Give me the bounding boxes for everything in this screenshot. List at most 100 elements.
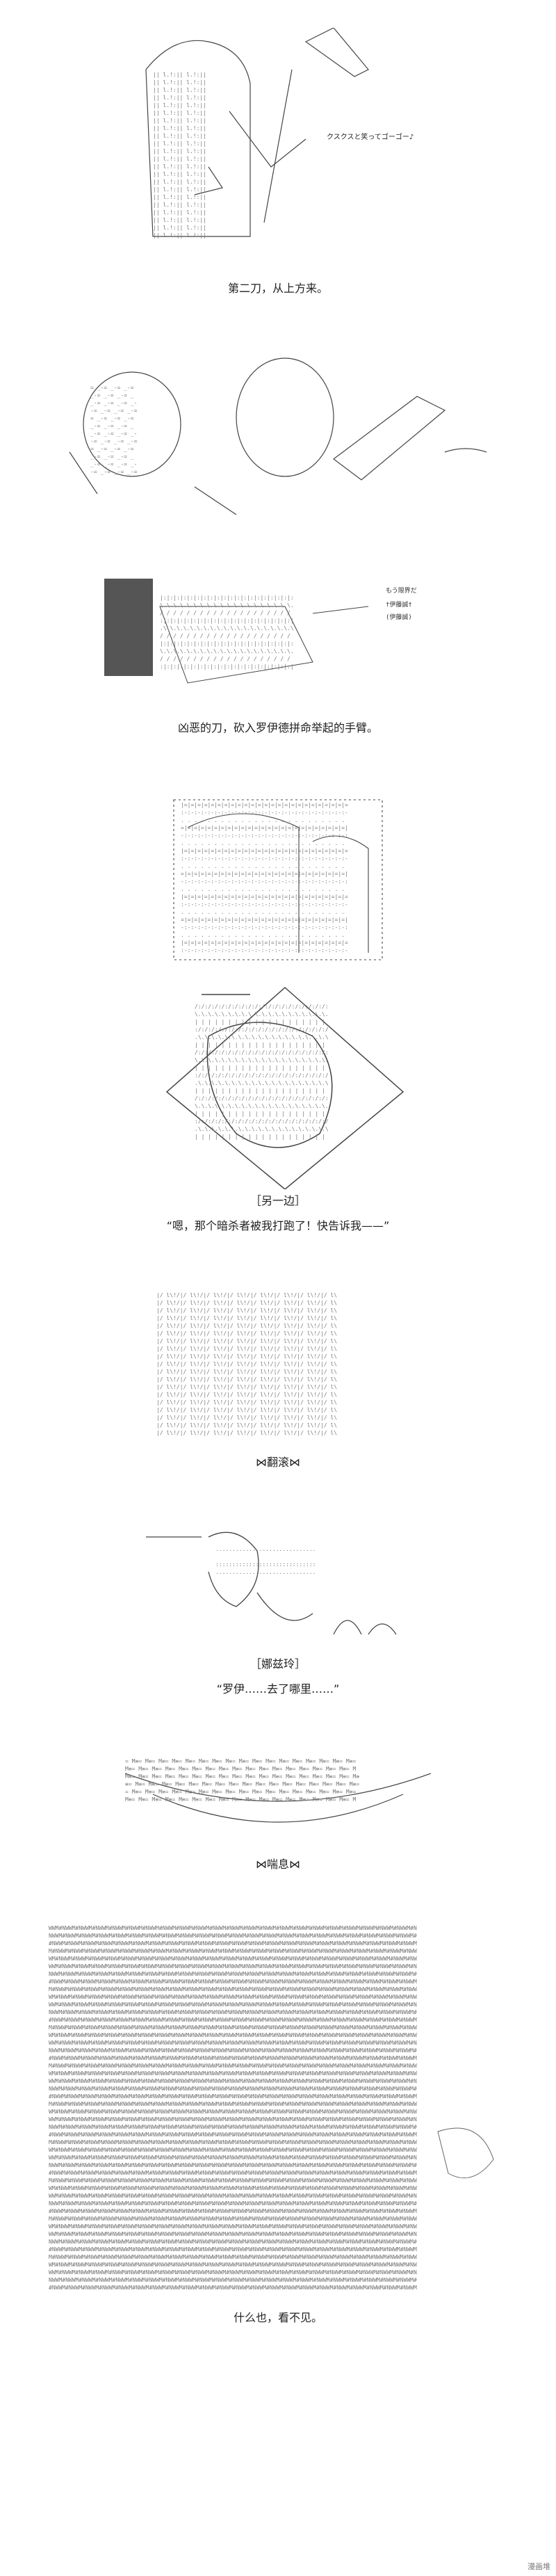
ascii-texture-row: WM#NWWM#NWWM#NWWM#NWWM#NWWM#NWWM#NWWM#NW… [49,1994,417,2000]
ascii-texture-row: || l.!:|| l.!:|| [153,179,206,185]
panel-7-caption-name: ［娜兹玲］ [250,1657,306,1671]
ascii-texture-row: || l.!:|| l.!:|| [153,95,206,101]
ascii-texture-row: || l.!:|| l.!:|| [153,102,206,108]
ascii-texture-row: #NWWM#NWWM#NWWM#NWWM#NWWM#NWWM#NWWM#NWWM… [49,2017,417,2023]
panel-1-caption: 第二刀，从上方来。 [227,282,328,295]
ascii-texture-row: NWWM#NWWM#NWWM#NWWM#NWWM#NWWM#NWWM#NWWM#… [49,2009,417,2015]
ascii-texture-row: = M≡= M≡= M≡= M≡= M≡= M≡= M≡= M≡= M≡= M≡… [125,1758,357,1764]
ascii-texture-row: =|=|=|=|=|=|=|=|=|=|=|=|=|=|=|=|=|=|=|=|… [181,825,348,831]
ascii-texture-row: | | | | | | | | | | | | | | | | | | | | [195,1134,325,1140]
ascii-texture-row: || l.!:|| l.!:|| [153,148,206,154]
ascii-texture-row: /:/:/:/:/:/:/:/:/:/:/:/:/:/:/:/:/:/:/:/: [195,1095,329,1102]
ascii-texture-row: || l.!:|| l.!:|| [153,118,206,124]
ascii-texture-row: |/ l\!/|/ l\!/|/ l\!/|/ l\!/|/ l\!/|/ l\… [156,1407,337,1413]
ascii-texture-row: |=|=|=|=|=|=|=|=|=|=|=|=|=|=|=|=|=|=|=|=… [181,940,348,946]
ascii-art-rolling-motion: |/ l\!/|/ l\!/|/ l\!/|/ l\!/|/ l\!/|/ l\… [156,1292,337,1436]
ascii-texture-row: . . . . . . . . . . . . . . . . . . . . … [181,909,345,915]
ascii-texture-row: -:-:-:-:-:-:-:-:-:-:-:-:-:-:-:-:-:-:-:-:… [181,924,348,931]
ascii-texture-row: .\.\.\.\.\.\.\.\.\.\.\.\.\.\.\.\.\.\.\.\ [195,1080,329,1086]
ascii-texture-row: #NWWM#NWWM#NWWM#NWWM#NWWM#NWWM#NWWM#NWWM… [49,2132,417,2138]
ascii-texture-row: . . . . . . . . . . . . . . . . . . . . … [181,932,345,938]
ascii-texture-row: || l.!:|| l.!:|| [153,202,206,208]
ascii-texture-row: / / / / / / / / / / / / / / / / / / / / [160,610,291,616]
panel-3-artwork: |:|:|:|:|:|:|:|:|:|:|:|:|:|:|:|:|:|:|:|:… [104,579,452,704]
ascii-texture-row: | | | | | | | | | | | | | | | | | | | | [195,1111,325,1117]
ascii-texture-row: . . . . . . . . . . . . . . . . . . . . … [181,886,345,892]
ascii-texture-row: |/ l\!/|/ l\!/|/ l\!/|/ l\!/|/ l\!/|/ l\… [156,1376,337,1383]
ascii-texture-row: \.\.\.\.\.\.\.\.\.\.\.\.\.\.\.\.\.\.\.\. [195,1057,329,1063]
ascii-texture-row: |/ l\!/|/ l\!/|/ l\!/|/ l\!/|/ l\!/|/ l\… [156,1399,337,1406]
ascii-texture-row: || l.!:|| l.!:|| [153,72,206,78]
ascii-texture-row: WWM#NWWM#NWWM#NWWM#NWWM#NWWM#NWWM#NWWM#N… [49,2116,417,2123]
ascii-texture-row: |/ l\!/|/ l\!/|/ l\!/|/ l\!/|/ l\!/|/ l\… [156,1323,337,1329]
ascii-texture-row: M≡= M≡= M≡= M≡= M≡= M≡= M≡= M≡= M≡= M≡= … [125,1796,357,1803]
ascii-texture-row: NWWM#NWWM#NWWM#NWWM#NWWM#NWWM#NWWM#NWWM#… [49,2200,417,2207]
ascii-texture-row: NWWM#NWWM#NWWM#NWWM#NWWM#NWWM#NWWM#NWWM#… [49,2162,417,2168]
ascii-texture-row: || l.!:|| l.!:|| [153,79,206,86]
ascii-texture-row: || l.!:|| l.!:|| [153,140,206,147]
ascii-texture-row: -:-:-:-:-:-:-:-:-:-:-:-:-:-:-:-:-:-:-:-:… [181,878,348,885]
ascii-texture-row: M#NWWM#NWWM#NWWM#NWWM#NWWM#NWWM#NWWM#NWW… [49,2139,417,2146]
panel-8-caption: ⋈喘息⋈ [255,1858,300,1871]
ascii-texture-row: M#NWWM#NWWM#NWWM#NWWM#NWWM#NWWM#NWWM#NWW… [49,1986,417,1993]
ascii-texture-row: .\.\.\.\.\.\.\.\.\.\.\.\.\.\.\.\.\.\.\.\ [160,625,294,631]
ascii-texture-row: WM#NWWM#NWWM#NWWM#NWWM#NWWM#NWWM#NWWM#NW… [49,2223,417,2230]
ascii-texture-row: |/ l\!/|/ l\!/|/ l\!/|/ l\!/|/ l\!/|/ l\… [156,1415,337,1421]
ascii-texture-row: -= _-= _-= _-= [90,408,138,414]
ascii-texture-row: |/ l\!/|/ l\!/|/ l\!/|/ l\!/|/ l\!/|/ l\… [156,1338,337,1344]
ascii-texture-row: -= _-= _-= _-= [90,438,138,444]
ascii-texture-row: WM#NWWM#NWWM#NWWM#NWWM#NWWM#NWWM#NWWM#NW… [49,2070,417,2077]
ascii-art-figure-with-sword: || l.!:|| l.!:|||| l.!:|| l.!:|||| l.!:|… [145,28,369,239]
ascii-texture-row: \.\.\.\.\.\.\.\.\.\.\.\.\.\.\.\.\.\.\.\. [160,648,294,654]
ascii-texture-row: M#NWWM#NWWM#NWWM#NWWM#NWWM#NWWM#NWWM#NWW… [49,2254,417,2260]
ascii-texture-row: WWM#NWWM#NWWM#NWWM#NWWM#NWWM#NWWM#NWWM#N… [49,2078,417,2084]
panel-6-caption: ⋈翻滚⋈ [255,1456,300,1469]
ascii-texture-row: WM#NWWM#NWWM#NWWM#NWWM#NWWM#NWWM#NWWM#NW… [49,2147,417,2153]
ascii-texture-row: WWM#NWWM#NWWM#NWWM#NWWM#NWWM#NWWM#NWWM#N… [49,2002,417,2008]
ascii-texture-row: /:/:/:/:/:/:/:/:/:/:/:/:/:/:/:/:/:/:/:/: [195,1049,329,1056]
ascii-texture-row: | | | | | | | | | | | | | | | | | | | | [195,1088,325,1094]
ascii-texture-row: |/ l\!/|/ l\!/|/ l\!/|/ l\!/|/ l\!/|/ l\… [156,1384,337,1390]
ascii-texture-row: |/ l\!/|/ l\!/|/ l\!/|/ l\!/|/ l\!/|/ l\… [156,1422,337,1428]
ascii-texture-row: :/:/:/:/:/:/:/:/:/:/:/:/:/:/:/:/:/:/:/:/ [195,1027,329,1033]
ascii-texture-row: NWWM#NWWM#NWWM#NWWM#NWWM#NWWM#NWWM#NWWM#… [49,1933,417,1939]
ascii-texture-row: :-:-:-:-:-:-:-:-:-:-:-:-:-:-:-:-:-:-:-:-… [181,947,348,953]
ascii-texture-row: = _-= _-= _-= [90,385,134,391]
ascii-texture-row: -:-:-:-:-:-:-:-:-:-:-:-:-:-:-:-:-:-:-:-:… [181,832,348,839]
ascii-texture-row: -= _-= _-= _-= [90,469,138,475]
ascii-texture-row: |:|:|:|:|:|:|:|:|:|:|:|:|:|:|:|:|:|:|:|: [160,641,294,647]
ascii-texture-row: WWM#NWWM#NWWM#NWWM#NWWM#NWWM#NWWM#NWWM#N… [49,2193,417,2199]
ascii-texture-row: |/ l\!/|/ l\!/|/ l\!/|/ l\!/|/ l\!/|/ l\… [156,1369,337,1375]
ascii-texture-row: . . . . . . . . . . . . . . . . . . . . … [181,863,345,869]
ascii-art-cloaked-figures: |=|=|=|=|=|=|=|=|=|=|=|=|=|=|=|=|=|=|=|=… [173,799,383,960]
panel-5-caption-location: ［另一边］ [250,1194,306,1207]
ascii-texture-row: WWM#NWWM#NWWM#NWWM#NWWM#NWWM#NWWM#NWWM#N… [49,2040,417,2046]
ascii-texture-row: #NWWM#NWWM#NWWM#NWWM#NWWM#NWWM#NWWM#NWWM… [49,1979,417,1985]
ascii-texture-row: | | | | | | | | | | | | | | | | | | | | [195,1019,325,1025]
ascii-texture-row: M#NWWM#NWWM#NWWM#NWWM#NWWM#NWWM#NWWM#NWW… [49,2177,417,2184]
panel-8-artwork: = M≡= M≡= M≡= M≡= M≡= M≡= M≡= M≡= M≡= M≡… [125,1753,431,1850]
ascii-texture-row: |/ l\!/|/ l\!/|/ l\!/|/ l\!/|/ l\!/|/ l\… [156,1353,337,1360]
ascii-texture-row: M#NWWM#NWWM#NWWM#NWWM#NWWM#NWWM#NWWM#NWW… [49,2216,417,2222]
ascii-texture-row: #NWWM#NWWM#NWWM#NWWM#NWWM#NWWM#NWWM#NWWM… [49,2285,417,2291]
ascii-texture-row: =|=|=|=|=|=|=|=|=|=|=|=|=|=|=|=|=|=|=|=|… [181,871,348,877]
ascii-texture-row: || l.!:|| l.!:|| [153,225,206,231]
panel-3-bubble-a: もう限界だ [386,587,417,595]
ascii-texture-row: WWM#NWWM#NWWM#NWWM#NWWM#NWWM#NWWM#NWWM#N… [49,2155,417,2161]
ascii-texture-row: |/ l\!/|/ l\!/|/ l\!/|/ l\!/|/ l\!/|/ l\… [156,1292,337,1298]
ascii-texture-row: . . . . . . . . . . . . . . . . . . . . … [181,840,345,846]
ascii-texture-row: WWM#NWWM#NWWM#NWWM#NWWM#NWWM#NWWM#NWWM#N… [49,2269,417,2276]
ascii-texture-row: .\.\.\.\.\.\.\.\.\.\.\.\.\.\.\.\.\.\.\.\ [195,1126,329,1132]
ascii-texture-row: |/ l\!/|/ l\!/|/ l\!/|/ l\!/|/ l\!/|/ l\… [156,1346,337,1352]
ascii-texture-row: :/:/:/:/:/:/:/:/:/:/:/:/:/:/:/:/:/:/:/:/ [195,1072,329,1079]
ascii-texture-row: || l.!:|| l.!:|| [153,186,206,193]
ascii-texture-row: || l.!:|| l.!:|| [153,171,206,177]
ascii-texture-row: \.\.\.\.\.\.\.\.\.\.\.\.\.\.\.\.\.\.\.\. [195,1011,329,1017]
ascii-texture-row: _-= _-= _-= _ [90,392,134,399]
ascii-texture-row: \.\.\.\.\.\.\.\.\.\.\.\.\.\.\.\.\.\.\.\. [195,1103,329,1109]
ascii-texture-row: WWM#NWWM#NWWM#NWWM#NWWM#NWWM#NWWM#NWWM#N… [49,1963,417,1970]
ascii-texture-row: || l.!:|| l.!:|| [153,217,206,223]
ascii-texture-row: |/ l\!/|/ l\!/|/ l\!/|/ l\!/|/ l\!/|/ l\… [156,1430,337,1436]
panel-3-caption: 凶恶的刀，砍入罗伊德拼命举起的手臂。 [177,721,378,734]
ascii-texture-row: WM#NWWM#NWWM#NWWM#NWWM#NWWM#NWWM#NWWM#NW… [49,1956,417,1962]
